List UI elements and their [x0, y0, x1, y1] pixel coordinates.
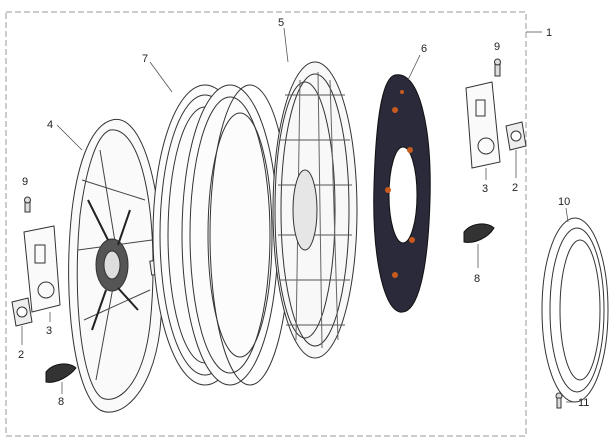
- left-bracket-part: [23, 225, 61, 313]
- label-6: 6: [421, 43, 427, 55]
- right-bracket-part: [465, 81, 501, 169]
- label-3-right: 3: [482, 183, 488, 195]
- assembly-frame: [5, 11, 527, 437]
- left-cover-part: [68, 119, 164, 413]
- left-spacer-part: [11, 297, 33, 327]
- label-7: 7: [142, 53, 148, 65]
- hub-motor-part: [272, 61, 358, 359]
- label-11: 11: [578, 397, 589, 409]
- leader-line-7: [149, 61, 173, 93]
- seal-ring-part: [541, 217, 609, 403]
- label-10: 10: [558, 196, 570, 208]
- label-3-left: 3: [46, 325, 52, 337]
- tire-part: [152, 84, 291, 386]
- label-8-right: 8: [474, 273, 480, 285]
- right-clip-part: [463, 223, 495, 243]
- brake-disc-part: [373, 74, 431, 313]
- label-2-left: 2: [18, 349, 24, 361]
- leader-line-6: [407, 54, 421, 81]
- right-bolt-part: [494, 58, 501, 77]
- leader-line-5: [283, 27, 289, 63]
- label-4: 4: [47, 119, 53, 131]
- label-2-right: 2: [512, 182, 518, 194]
- label-9-right: 9: [494, 41, 500, 53]
- right-spacer-part: [505, 121, 527, 151]
- leader-line-4: [56, 124, 83, 151]
- left-clip-part: [45, 363, 77, 383]
- label-5: 5: [278, 17, 284, 29]
- leader-line-10: [565, 207, 569, 223]
- label-1: 1: [546, 27, 552, 39]
- label-8-left: 8: [58, 396, 64, 408]
- left-bolt-part: [24, 196, 31, 213]
- screw-part: [555, 392, 563, 409]
- label-9-left: 9: [22, 176, 28, 188]
